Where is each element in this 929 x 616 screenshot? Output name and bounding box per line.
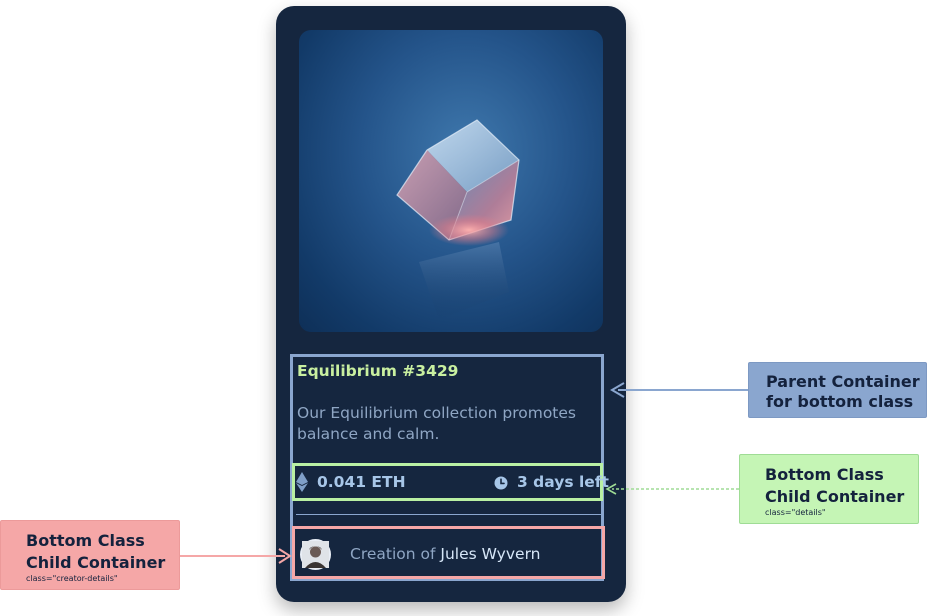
creator-prefix: Creation of <box>350 545 436 563</box>
annotation-line: Bottom Class <box>26 531 145 550</box>
details-annotation: Bottom Class Child Container class="deta… <box>739 454 919 524</box>
creator-details-container <box>292 526 605 579</box>
details-container <box>292 463 603 501</box>
annotation-class-note: class="creator-details" <box>26 574 118 583</box>
creator-avatar <box>300 539 331 570</box>
clock-icon <box>494 476 508 490</box>
glass-cube-illustration <box>396 119 520 320</box>
annotation-line: for bottom class <box>766 392 914 411</box>
hero-image <box>299 30 603 332</box>
annotation-line: Parent Container <box>766 372 920 391</box>
ethereum-icon <box>296 472 308 492</box>
time-left-value: 3 days left <box>517 473 609 491</box>
creator-details-annotation: Bottom Class Child Container class="crea… <box>0 520 180 590</box>
nft-title[interactable]: Equilibrium #3429 <box>297 362 459 380</box>
divider <box>296 514 602 515</box>
annotation-line: Bottom Class <box>765 465 884 484</box>
parent-container-annotation: Parent Container for bottom class <box>748 362 927 418</box>
creator-name-link[interactable]: Jules Wyvern <box>440 545 541 563</box>
price-value: 0.041 ETH <box>317 473 406 491</box>
annotation-class-note: class="details" <box>765 508 826 517</box>
nft-description: Our Equilibrium collection promotes bala… <box>297 404 576 443</box>
annotation-line: Child Container <box>765 487 905 506</box>
creator-credit: Creation of Jules Wyvern <box>350 545 541 563</box>
avatar-portrait-icon <box>302 541 329 568</box>
annotation-line: Child Container <box>26 553 166 572</box>
